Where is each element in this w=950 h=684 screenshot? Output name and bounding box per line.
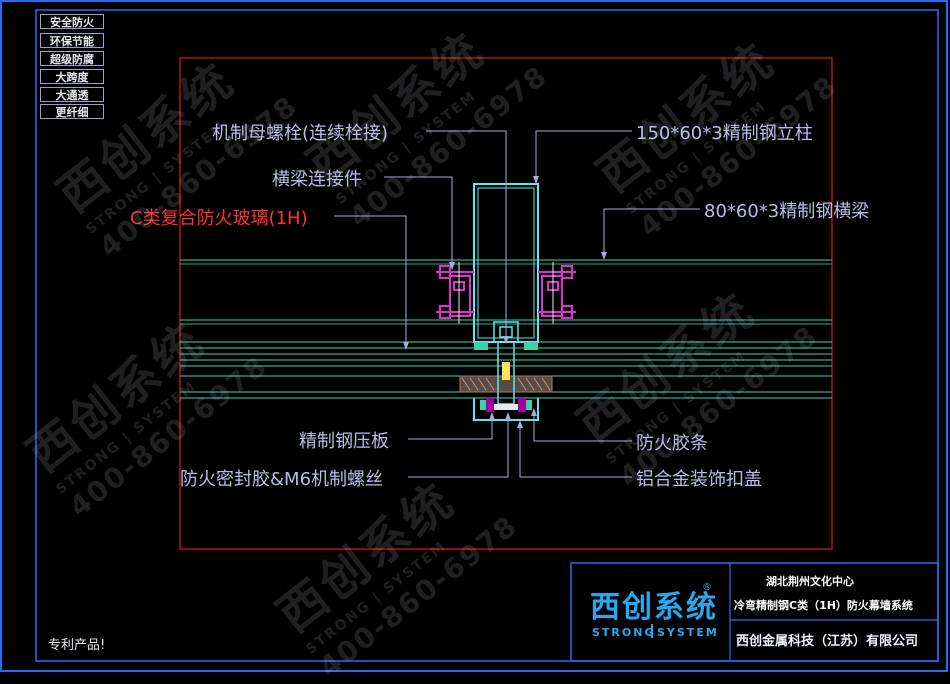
badge-transparent: 大通透 [40,87,104,102]
label-fire-glass: C类复合防火玻璃(1H) [130,208,308,229]
badge-anticorrosion: 超级防腐 [40,51,104,66]
leader-arrows [403,176,607,428]
title-block [570,562,939,662]
bolts [458,262,554,324]
logo-en-right: SYSTEM [657,626,719,639]
leader-lines [334,130,700,478]
badge-fire-safety: 安全防火 [40,14,104,29]
company-name: 西创金属科技（江苏）有限公司 [736,634,919,649]
logo-divider [651,624,653,638]
logo-mark: ® [702,582,712,593]
left-bracket [436,265,474,319]
right-bracket [538,265,576,319]
project-name: 湖北荆州文化中心 [766,575,854,588]
drawing-frame [179,57,833,550]
label-beam-connector: 横梁连接件 [272,169,362,190]
system-name: 冷弯精制钢C类（1H）防火幕墙系统 [734,599,913,612]
logo-text: 西创系统 [590,590,718,625]
logo-en-left: STRONG [592,626,656,639]
label-pressure-plate: 精制钢压板 [299,431,389,452]
inner-border [35,9,939,662]
badge-eco: 环保节能 [40,33,104,48]
label-steel-column: 150*60*3精制钢立柱 [636,123,813,144]
label-fire-strip: 防火胶条 [636,433,708,454]
label-nut-bolt: 机制母螺栓(连续栓接) [212,123,389,144]
badge-slim: 更纤细 [40,104,104,119]
label-sealant-screw: 防火密封胶&M6机制螺丝 [180,469,384,490]
label-cover-cap: 铝合金装饰扣盖 [636,469,762,490]
patent-note: 专利产品! [48,638,106,653]
label-steel-beam: 80*60*3精制钢横梁 [704,201,870,222]
badge-long-span: 大跨度 [40,69,104,84]
